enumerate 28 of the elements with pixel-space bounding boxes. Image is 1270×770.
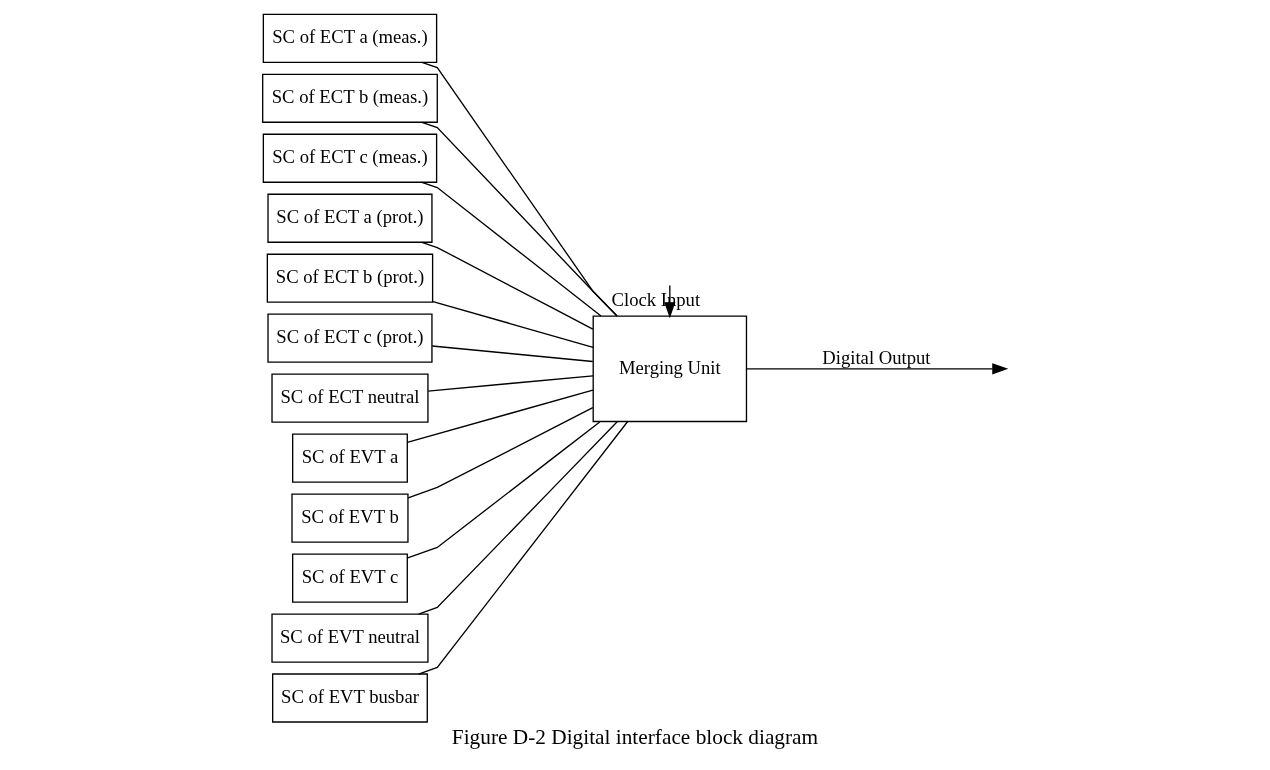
connector xyxy=(431,344,594,362)
node-box: SC of EVT b xyxy=(291,492,409,543)
node-box: SC of ECT b (prot.) xyxy=(266,253,434,303)
node-box: SC of EVT busbar xyxy=(272,672,428,723)
node-box: SC of ECT neutral xyxy=(271,373,429,423)
connector xyxy=(421,181,602,317)
connector xyxy=(432,300,594,348)
node-box: SC of EVT a xyxy=(292,433,408,483)
caption: Figure D-2 Digital interface block diagram xyxy=(451,724,819,749)
node-box: SC of EVT neutral xyxy=(271,612,429,663)
connector xyxy=(421,241,594,330)
node-box: SC of ECT c (meas.) xyxy=(262,133,438,183)
node-box: SC of ECT a (prot.) xyxy=(267,193,433,243)
node-box: SC of ECT b (meas.) xyxy=(262,73,438,123)
connector xyxy=(406,388,594,443)
edge-label: Digital Output xyxy=(822,346,931,368)
node-box: Merging Unit xyxy=(592,315,748,422)
node-box: SC of EVT c xyxy=(292,552,408,603)
connector xyxy=(421,61,618,317)
arrow xyxy=(746,362,1009,374)
connector xyxy=(407,420,601,559)
node-box: SC of ECT a (meas.) xyxy=(262,13,438,63)
connector xyxy=(417,420,618,615)
connector xyxy=(417,420,629,675)
connector xyxy=(427,374,594,392)
connector xyxy=(421,121,618,317)
connector xyxy=(407,406,594,498)
node-box: SC of ECT c (prot.) xyxy=(267,313,433,363)
